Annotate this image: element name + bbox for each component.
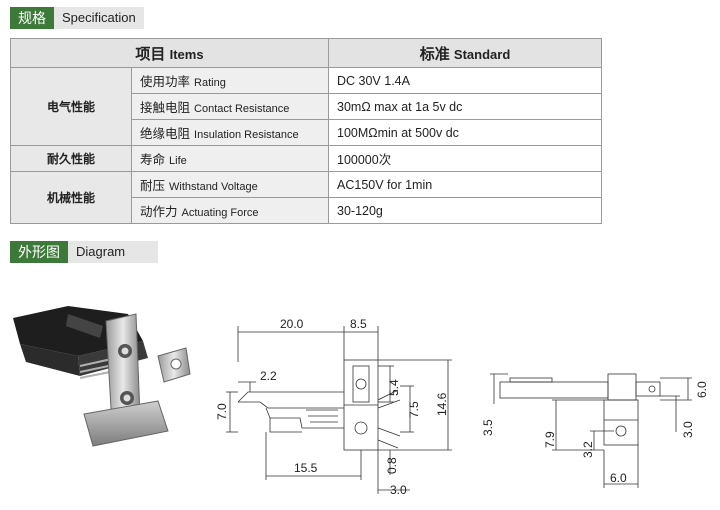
item-cn: 接触电阻: [140, 101, 191, 115]
items-header-en: Items: [169, 46, 204, 62]
dimension-drawing: 20.0 8.5 2.2 15.5 3.0 6.0 7.0 5.4 7.5 14…: [215, 317, 709, 497]
items-header: 项目 Items: [10, 38, 329, 68]
items-header-cn: 项目: [135, 45, 166, 63]
dim-5-4: 5.4: [387, 379, 401, 396]
item-cn: 绝缘电阻: [140, 127, 191, 141]
standard-header: 标准 Standard: [328, 38, 602, 68]
item-en: Rating: [194, 77, 226, 89]
group-mechanical: 机械性能: [10, 171, 132, 224]
item-en: Contact Resistance: [194, 103, 290, 115]
standard-header-cn: 标准: [419, 45, 450, 63]
spec-section-tag: 规格: [10, 7, 54, 29]
spec-section-label: Specification: [54, 7, 144, 29]
value-cell: 30-120g: [328, 197, 602, 224]
value-cell: 30mΩ max at 1a 5v dc: [328, 93, 602, 120]
dim-7-0: 7.0: [215, 403, 229, 420]
product-photo: [13, 306, 191, 447]
diagram-section-tag: 外形图: [10, 241, 68, 263]
item-cn: 动作力: [140, 205, 178, 219]
item-cn: 耐压: [140, 179, 166, 193]
item-cn: 寿命: [140, 153, 166, 167]
item-en: Withstand Voltage: [169, 181, 258, 193]
value-cell: AC150V for 1min: [328, 171, 602, 198]
dim-6-0-right: 6.0: [695, 381, 709, 398]
dim-8-5: 8.5: [350, 317, 367, 331]
item-en: Insulation Resistance: [194, 129, 299, 141]
dim-0-8: 0.8: [385, 457, 399, 474]
dim-14-6: 14.6: [435, 392, 449, 416]
table-header-row: 项目 Items 标准 Standard: [10, 38, 602, 68]
dim-7-5: 7.5: [407, 401, 421, 418]
diagram-section-label: Diagram: [68, 241, 158, 263]
item-cn: 使用功率: [140, 75, 191, 89]
value-cell: DC 30V 1.4A: [328, 67, 602, 94]
item-en: Actuating Force: [181, 207, 259, 219]
dim-3-2: 3.2: [581, 441, 595, 458]
dim-7-9: 7.9: [543, 431, 557, 448]
dim-2-2: 2.2: [260, 369, 277, 383]
group-durability: 耐久性能: [10, 145, 132, 172]
dim-3-0-bottom: 3.0: [390, 483, 407, 497]
dim-6-0-bottom: 6.0: [610, 471, 627, 485]
standard-header-en: Standard: [453, 46, 511, 62]
dim-20-0: 20.0: [280, 317, 304, 331]
dim-3-0-right: 3.0: [681, 421, 695, 438]
group-electrical: 电气性能: [10, 67, 132, 146]
diagram-section-header: 外形图 Diagram: [10, 241, 158, 263]
spec-section-header: 规格 Specification: [10, 7, 144, 29]
item-en: Life: [169, 155, 187, 167]
dim-15-5: 15.5: [294, 461, 318, 475]
dim-3-5: 3.5: [481, 419, 495, 436]
value-cell: 100MΩmin at 500v dc: [328, 119, 602, 146]
value-cell: 100000次: [328, 145, 602, 172]
